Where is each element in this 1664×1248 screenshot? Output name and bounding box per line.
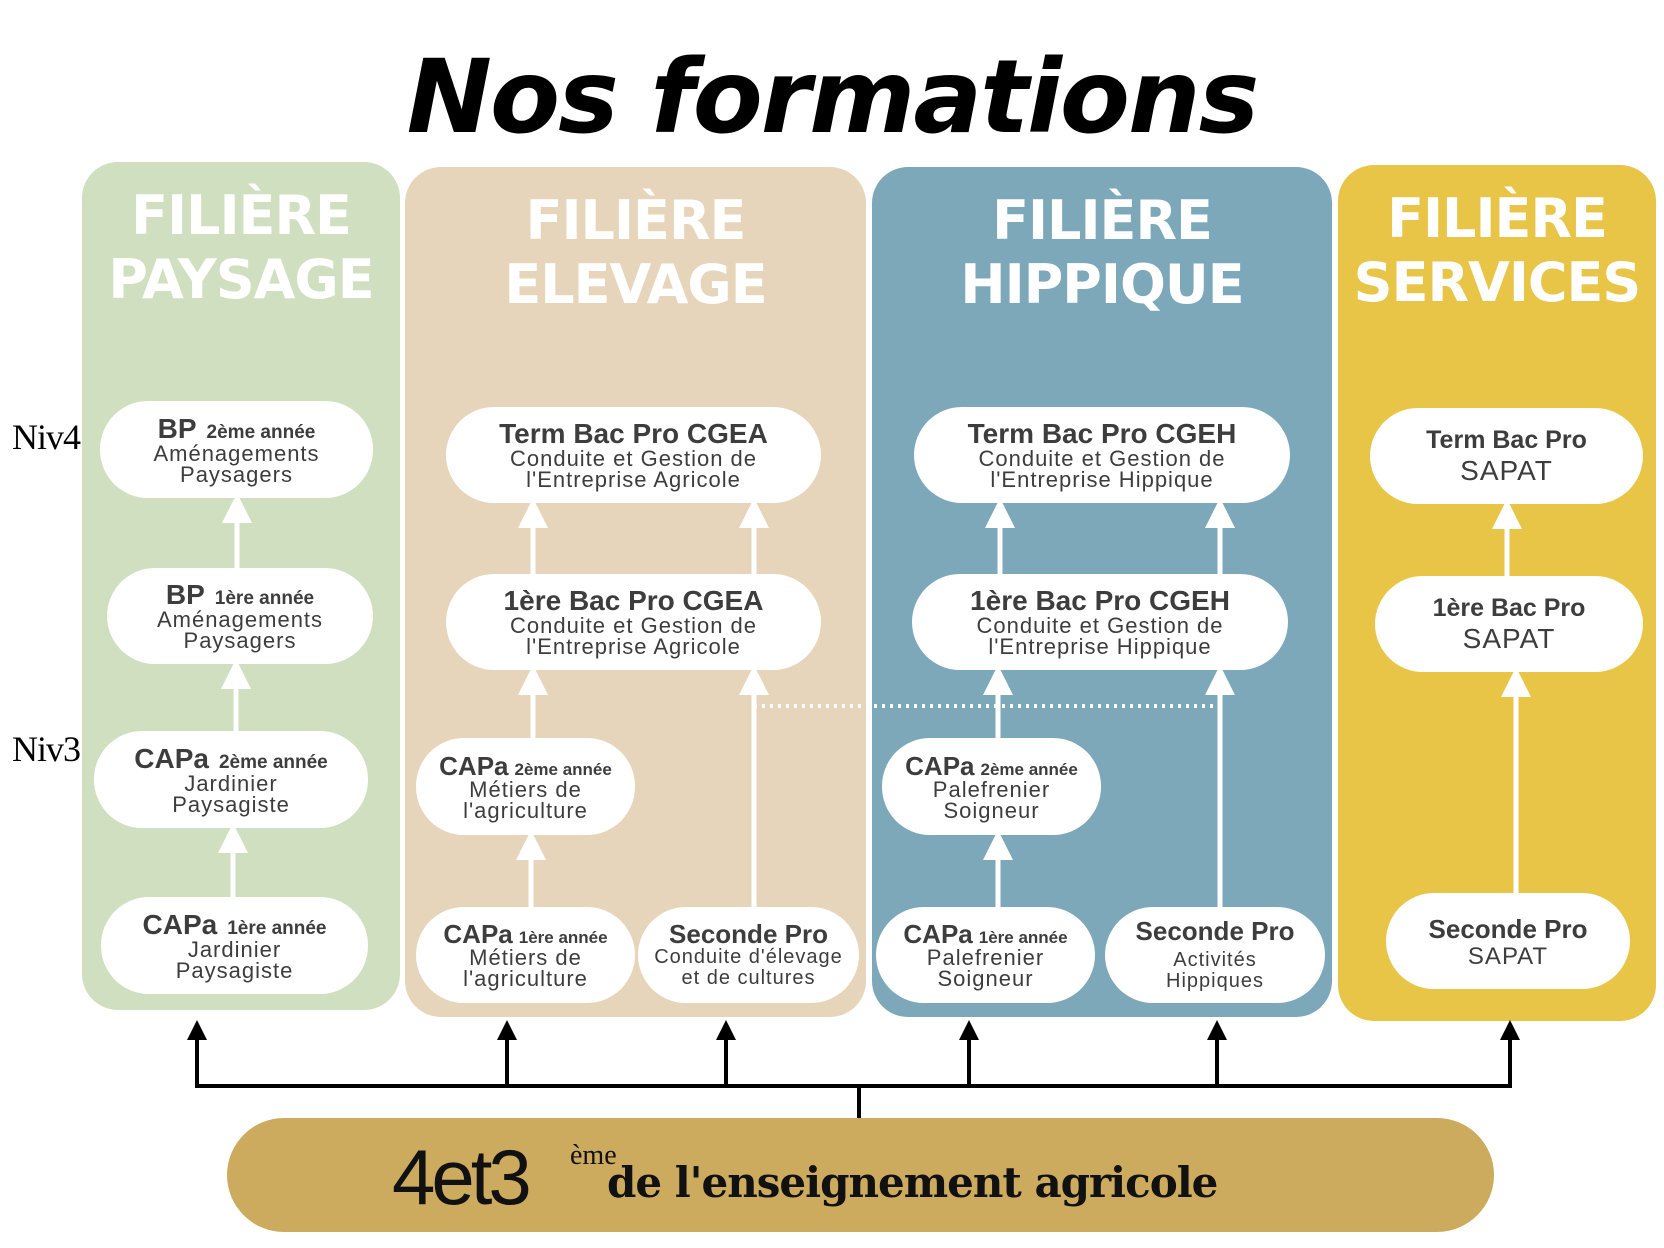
box-sub: Aménagements [156, 607, 324, 632]
box-sub: SAPAT [1460, 454, 1553, 486]
header-line1: FILIÈRE [1387, 187, 1608, 250]
box-title: 1ère Bac Pro CGEH [970, 585, 1230, 616]
box-sub: Palefrenier [926, 945, 1045, 970]
box-title: CAPa [443, 919, 513, 949]
box-sub: Soigneur [943, 797, 1040, 823]
box-sub: Paysagers [180, 461, 293, 487]
box-year: 2ème année [206, 421, 316, 443]
box-sub: Palefrenier [932, 776, 1051, 802]
formation-capa-1-palefrenier[interactable]: CAPa 1ère année Palefrenier Soigneur [876, 907, 1095, 1003]
formation-capa-2-jardinier[interactable]: CAPa 2ème année Jardinier Paysagiste [94, 731, 368, 828]
box-sub: SAPAT [1462, 622, 1556, 654]
box-sub: Aménagements [153, 440, 320, 466]
box-title: CAPa [439, 750, 509, 781]
formation-term-cgea[interactable]: Term Bac Pro CGEA Conduite et Gestion de… [446, 407, 821, 503]
formation-term-sapat[interactable]: Term Bac Pro SAPAT [1370, 408, 1643, 504]
box-sub: Conduite et Gestion de [976, 613, 1224, 638]
box-year: 1ère année [227, 917, 327, 939]
box-title: 1ère Bac Pro [1432, 593, 1586, 622]
box-sub: l'Entreprise Agricole [526, 634, 741, 659]
box-year: 1ère année [978, 928, 1068, 947]
header-line1: FILIÈRE [131, 184, 352, 247]
box-sub: Paysagers [183, 628, 297, 653]
box-sub: Conduite et Gestion de [978, 446, 1226, 471]
box-sub: SAPAT [1467, 942, 1549, 970]
box-sub: Jardinier [184, 770, 278, 796]
box-title: BP [157, 412, 197, 444]
box-year: 2ème année [980, 759, 1078, 779]
level-niv4: Niv4 [12, 417, 81, 457]
formation-bp-2[interactable]: BP 2ème année Aménagements Paysagers [100, 401, 373, 498]
formation-term-cgeh[interactable]: Term Bac Pro CGEH Conduite et Gestion de… [914, 407, 1290, 503]
box-sub: Conduite et Gestion de [509, 446, 758, 471]
header-line2: HIPPIQUE [960, 253, 1244, 316]
bottom-banner-4e-3e: 4et3 ème de l'enseignement agricole [227, 1118, 1494, 1232]
formation-1ere-sapat[interactable]: 1ère Bac Pro SAPAT [1375, 576, 1643, 672]
header-line1: FILIÈRE [525, 189, 747, 252]
box-title: Term Bac Pro CGEH [967, 418, 1237, 449]
formation-seconde-elevage[interactable]: Seconde Pro Conduite d'élevage et de cul… [638, 907, 859, 1003]
box-title: CAPa [142, 908, 218, 940]
box-title: 1ère Bac Pro CGEA [503, 585, 764, 616]
box-sub: l'Entreprise Hippique [990, 467, 1214, 492]
box-sub: Activités [1173, 949, 1257, 971]
box-title: CAPa [134, 742, 209, 774]
box-sub: l'agriculture [463, 797, 588, 823]
box-sub: Métiers de [469, 776, 582, 802]
box-sub: Jardinier [187, 936, 282, 962]
box-sub: Hippiques [1166, 970, 1264, 992]
header-line2: ELEVAGE [504, 253, 767, 316]
box-sub: Conduite d'élevage [654, 946, 843, 968]
box-year: 2ème année [514, 759, 612, 779]
box-title: Term Bac Pro CGEA [499, 418, 768, 449]
formation-1ere-cgea[interactable]: 1ère Bac Pro CGEA Conduite et Gestion de… [446, 574, 821, 670]
white-arrows [218, 493, 1531, 907]
box-title: Seconde Pro [1428, 913, 1588, 944]
formation-seconde-hippique[interactable]: Seconde Pro Activités Hippiques [1105, 907, 1325, 1003]
box-title: Seconde Pro [1135, 916, 1295, 946]
page-title: Nos formations [406, 38, 1260, 157]
box-sub: Métiers de [469, 945, 582, 970]
box-year: 1ère année [214, 588, 315, 609]
banner-number: 4et3 [392, 1133, 532, 1221]
formation-1ere-cgeh[interactable]: 1ère Bac Pro CGEH Conduite et Gestion de… [912, 574, 1288, 670]
box-title: CAPa [905, 750, 975, 781]
header-line2: PAYSAGE [108, 248, 374, 311]
box-sub: et de cultures [681, 967, 816, 989]
box-title: CAPa [903, 919, 973, 949]
black-connectors [187, 1020, 1520, 1118]
header-line1: FILIÈRE [992, 189, 1213, 252]
box-year: 2ème année [218, 751, 328, 773]
banner-text: de l'enseignement agricole [607, 1158, 1218, 1207]
level-niv3: Niv3 [12, 729, 81, 769]
box-sub: Soigneur [937, 966, 1034, 991]
box-sub: l'agriculture [463, 966, 588, 991]
box-sub: l'Entreprise Hippique [988, 634, 1212, 659]
formation-capa-1-jardinier[interactable]: CAPa 1ère année Jardinier Paysagiste [101, 897, 368, 994]
formation-bp-1[interactable]: BP 1ère année Aménagements Paysagers [107, 568, 373, 664]
box-title: Seconde Pro [669, 919, 828, 949]
formation-seconde-sapat[interactable]: Seconde Pro SAPAT [1386, 893, 1630, 989]
box-sub: Conduite et Gestion de [509, 613, 758, 638]
box-title: Term Bac Pro [1426, 425, 1587, 454]
formation-capa-1-metiers[interactable]: CAPa 1ère année Métiers de l'agriculture [416, 907, 635, 1003]
box-sub: Paysagiste [172, 791, 290, 817]
header-line2: SERVICES [1353, 251, 1642, 314]
box-sub: Paysagiste [175, 957, 294, 983]
box-title: BP [165, 579, 205, 610]
banner-superscript: ème [570, 1140, 617, 1171]
box-year: 1ère année [518, 928, 608, 947]
box-sub: l'Entreprise Agricole [526, 467, 741, 492]
